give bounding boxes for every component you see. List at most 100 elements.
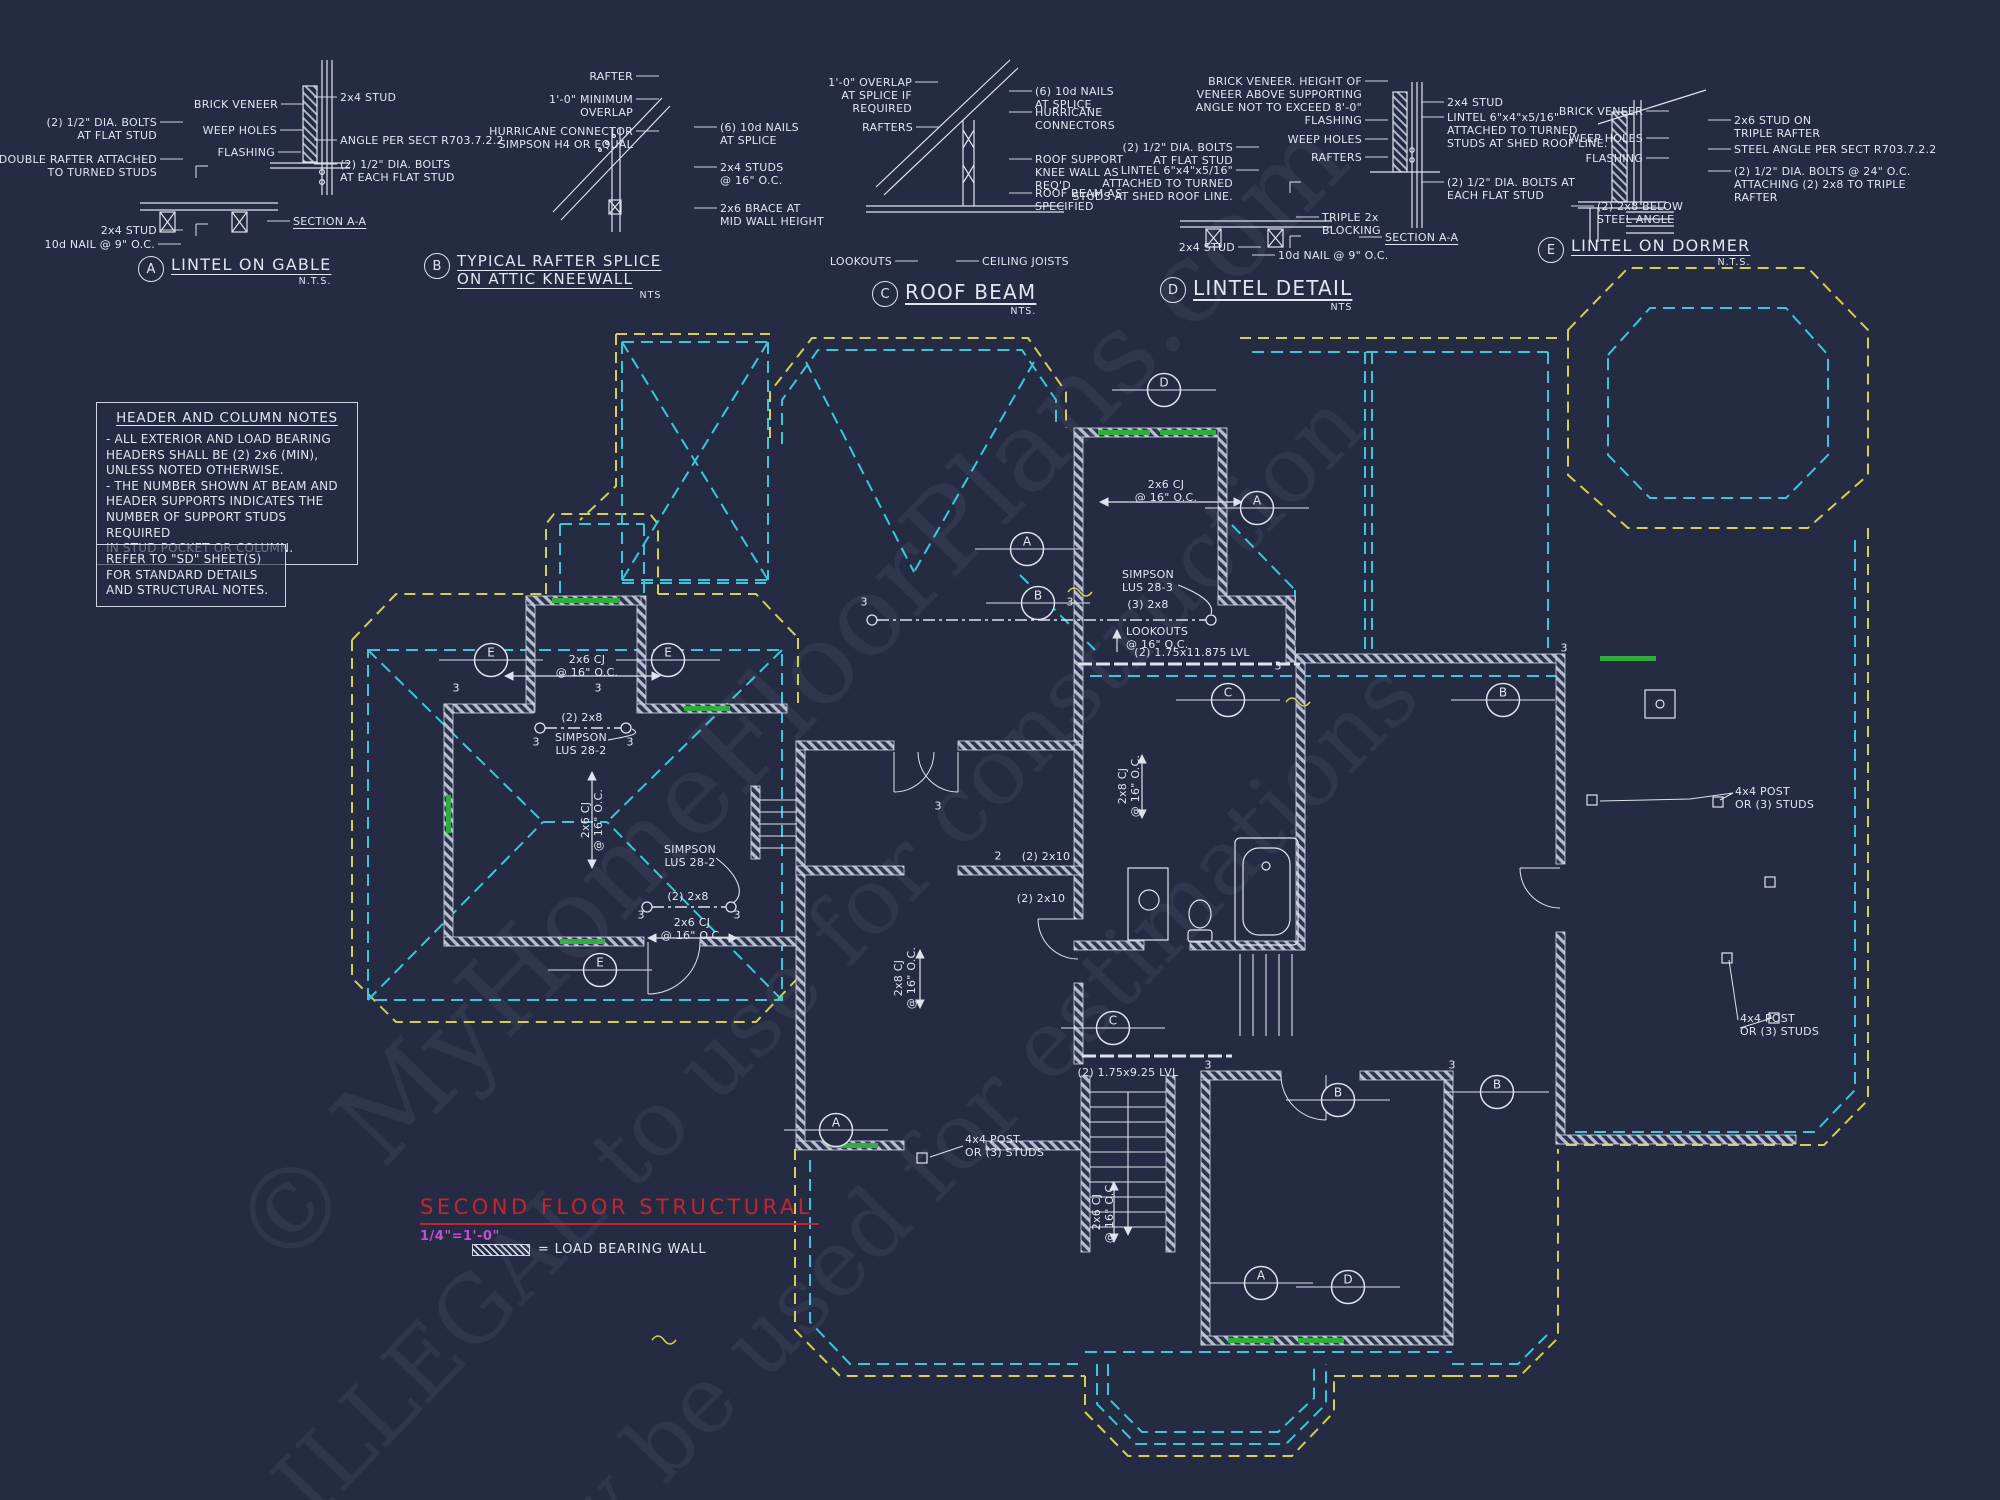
detail-marker-c: C (1176, 682, 1280, 718)
detail-label: SECTION A-A (1385, 231, 1459, 244)
detail-label: HURRICANE CONNECTOR SIMPSON H4 OR EQUAL (489, 125, 633, 152)
detail-letter-d: D (1160, 277, 1186, 303)
svg-text:E: E (487, 646, 495, 660)
plan-annotation: (2) 2x10 (1016, 892, 1066, 905)
stud-count-label: 3 (1448, 1058, 1456, 1072)
plan-annotation: 2x6 CJ @ 16" O.C. (660, 916, 724, 943)
detail-label: (2) 1/2" DIA. BOLTS @ 24" O.C. ATTACHING… (1734, 165, 1911, 205)
refer-note-text: REFER TO "SD" SHEET(S) FOR STANDARD DETA… (106, 552, 269, 598)
svg-text:A: A (1257, 1269, 1266, 1283)
detail-marker-a: A (1205, 490, 1309, 526)
stud-count-label: 3 (860, 595, 868, 609)
detail-label: STEEL ANGLE PER SECT R703.7.2.2 (1734, 143, 1937, 156)
detail-label: 10d NAIL @ 9" O.C. (44, 238, 155, 251)
dimension-arrows (504, 497, 1243, 1243)
plan-annotation: 2x6 CJ @ 16" O.C. (1089, 1180, 1116, 1244)
detail-label: TRIPLE 2x BLOCKING (1322, 211, 1381, 238)
detail-label: FLASHING (1304, 114, 1362, 127)
stud-count-label: 3 (452, 681, 460, 695)
stud-count-label: 3 (532, 735, 540, 749)
detail-label: LINTEL 6"x4"x5/16" ATTACHED TO TURNED ST… (1447, 111, 1608, 151)
detail-label: (6) 10d NAILS AT SPLICE (1035, 85, 1114, 112)
legend-row: = LOAD BEARING WALL (472, 1242, 706, 1257)
plan-annotation: (2) 1.75x11.875 LVL (1134, 646, 1250, 659)
detail-label: LINTEL 6"x4"x5/16" ATTACHED TO TURNED ST… (1072, 164, 1233, 204)
detail-marker-b: B (1286, 1082, 1390, 1118)
detail-marker-e: E (548, 952, 652, 988)
detail-label: 2x4 STUD (100, 224, 157, 237)
detail-title-e: E LINTEL ON DORMER N.T.S. (1538, 236, 1750, 268)
detail-title-a: A LINTEL ON GABLE N.T.S. (138, 255, 331, 287)
svg-text:B: B (1493, 1078, 1501, 1092)
detail-label: (2) 1/2" DIA. BOLTS AT EACH FLAT STUD (340, 158, 455, 185)
detail-label: LOOKOUTS (829, 255, 892, 268)
detail-letter-a: A (138, 256, 164, 282)
detail-marker-a: A (1209, 1265, 1313, 1301)
wall-headers-green (446, 430, 1656, 1343)
plan-annotation: (2) 2x8 (561, 711, 603, 724)
detail-title-e-label: LINTEL ON DORMER (1571, 236, 1751, 255)
legend-label: = LOAD BEARING WALL (538, 1242, 707, 1257)
stud-count-label: 3 (594, 681, 602, 695)
detail-label: ANGLE PER SECT R703.7.2.2 (340, 134, 504, 147)
svg-text:E: E (596, 956, 604, 970)
detail-label: 2x4 STUD (340, 91, 397, 104)
detail-marker-e: E (616, 642, 720, 678)
detail-marker-e: E (439, 642, 543, 678)
beams (534, 584, 1300, 1058)
stud-count-label: 3 (733, 908, 741, 922)
detail-label: WEEP HOLES (202, 124, 277, 137)
label-leader-lines (158, 75, 1731, 262)
detail-label: BRICK VENEER. HEIGHT OF VENEER ABOVE SUP… (1195, 75, 1362, 115)
detail-title-b: B TYPICAL RAFTER SPLICE ON ATTIC KNEEWAL… (424, 252, 661, 301)
detail-label: ROOF BEAM AS SPECIFIED (1035, 187, 1123, 214)
detail-marker-a: A (784, 1112, 888, 1148)
detail-marker-c: C (1061, 1010, 1165, 1046)
plan-annotation: 2x8 CJ @ 16" O.C. (1115, 754, 1142, 818)
detail-letter-b: B (424, 253, 450, 279)
detail-label: BRICK VENEER (1558, 105, 1643, 118)
stud-count-label: 3 (626, 735, 634, 749)
detail-marker-b: B (1451, 682, 1555, 718)
plan-annotation: (2) 1.75x9.25 LVL (1077, 1066, 1179, 1079)
detail-marker-d: D (1296, 1269, 1400, 1305)
plan-annotation: 2x8 CJ @ 16" O.C. (891, 946, 918, 1010)
svg-text:C: C (1224, 686, 1232, 700)
notes-body: - ALL EXTERIOR AND LOAD BEARING HEADERS … (106, 432, 338, 555)
detail-scale-e: N.T.S. (1717, 257, 1751, 268)
plan-annotation: 4x4 POST OR (3) STUDS (1740, 1012, 1820, 1039)
svg-text:D: D (1159, 376, 1168, 390)
detail-label: 1'-0" OVERLAP AT SPLICE IF REQUIRED (828, 76, 912, 116)
detail-scale-c: NTS. (1010, 306, 1037, 317)
detail-scale-b: NTS (639, 290, 662, 301)
detail-label: 10d NAIL @ 9" O.C. (1278, 249, 1389, 262)
detail-label: HURRICANE CONNECTORS (1035, 106, 1115, 133)
svg-text:D: D (1343, 1273, 1352, 1287)
stud-count-label: 3 (637, 908, 645, 922)
plan-title: SECOND FLOOR STRUCTURAL (420, 1195, 819, 1225)
stud-count-label: 2 (994, 849, 1002, 863)
detail-label: RAFTERS (1311, 151, 1362, 164)
detail-label: FLASHING (217, 146, 275, 159)
detail-letter-c: C (872, 281, 898, 307)
detail-label: FLASHING (1585, 152, 1643, 165)
detail-label: (2) 2x8 BELOW STEEL ANGLE (1597, 200, 1684, 227)
notes-title: HEADER AND COLUMN NOTES (116, 410, 338, 426)
detail-label: 2x4 STUD (1178, 241, 1235, 254)
detail-title-d: D LINTEL DETAIL NTS (1160, 276, 1352, 313)
plan-annotation: (2) 2x8 (667, 890, 709, 903)
detail-label: 2x4 STUDS @ 16" O.C. (720, 161, 784, 188)
load-bearing-wall-swatch (472, 1243, 530, 1256)
detail-label: SECTION A-A (293, 215, 367, 228)
svg-text:A: A (832, 1116, 841, 1130)
detail-marker-b: B (1445, 1074, 1549, 1110)
plan-scale: 1/4"=1'-0" (420, 1229, 500, 1244)
plan-annotation: SIMPSON LUS 28-2 (555, 731, 607, 758)
roof-outline-yellow (351, 267, 1869, 1457)
stud-count-label: 3 (1274, 659, 1282, 673)
svg-text:A: A (1253, 494, 1262, 508)
detail-label: (2) 1/2" DIA. BOLTS AT FLAT STUD (46, 116, 157, 143)
detail-label: RAFTERS (862, 121, 913, 134)
